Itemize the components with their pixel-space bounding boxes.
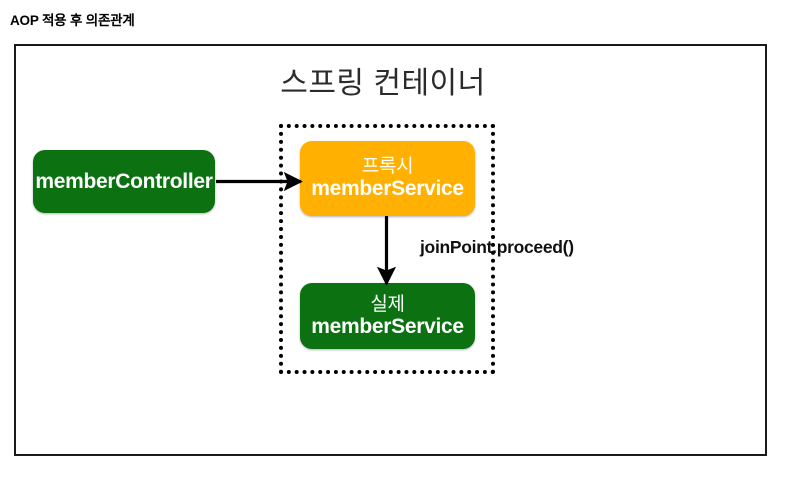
spring-container-title: 스프링 컨테이너 xyxy=(0,58,808,102)
node-member-controller[interactable]: memberController xyxy=(33,150,215,213)
node-real-member-service-line2: memberService xyxy=(311,314,464,338)
proxy-region-boundary xyxy=(279,124,495,374)
diagram-frame xyxy=(14,44,767,456)
node-proxy-member-service-line1: 프록시 xyxy=(361,156,414,178)
node-real-member-service-line1: 실제 xyxy=(370,293,405,315)
node-real-member-service[interactable]: 실제 memberService xyxy=(300,283,475,349)
node-proxy-member-service[interactable]: 프록시 memberService xyxy=(300,141,475,216)
node-proxy-member-service-line2: memberService xyxy=(311,177,464,201)
node-member-controller-label: memberController xyxy=(35,169,213,193)
page-title: AOP 적용 후 의존관계 xyxy=(10,13,135,28)
joinpoint-proceed-label: joinPoint.proceed() xyxy=(420,237,574,257)
spring-container-title-text: 스프링 컨테이너 xyxy=(280,67,486,100)
